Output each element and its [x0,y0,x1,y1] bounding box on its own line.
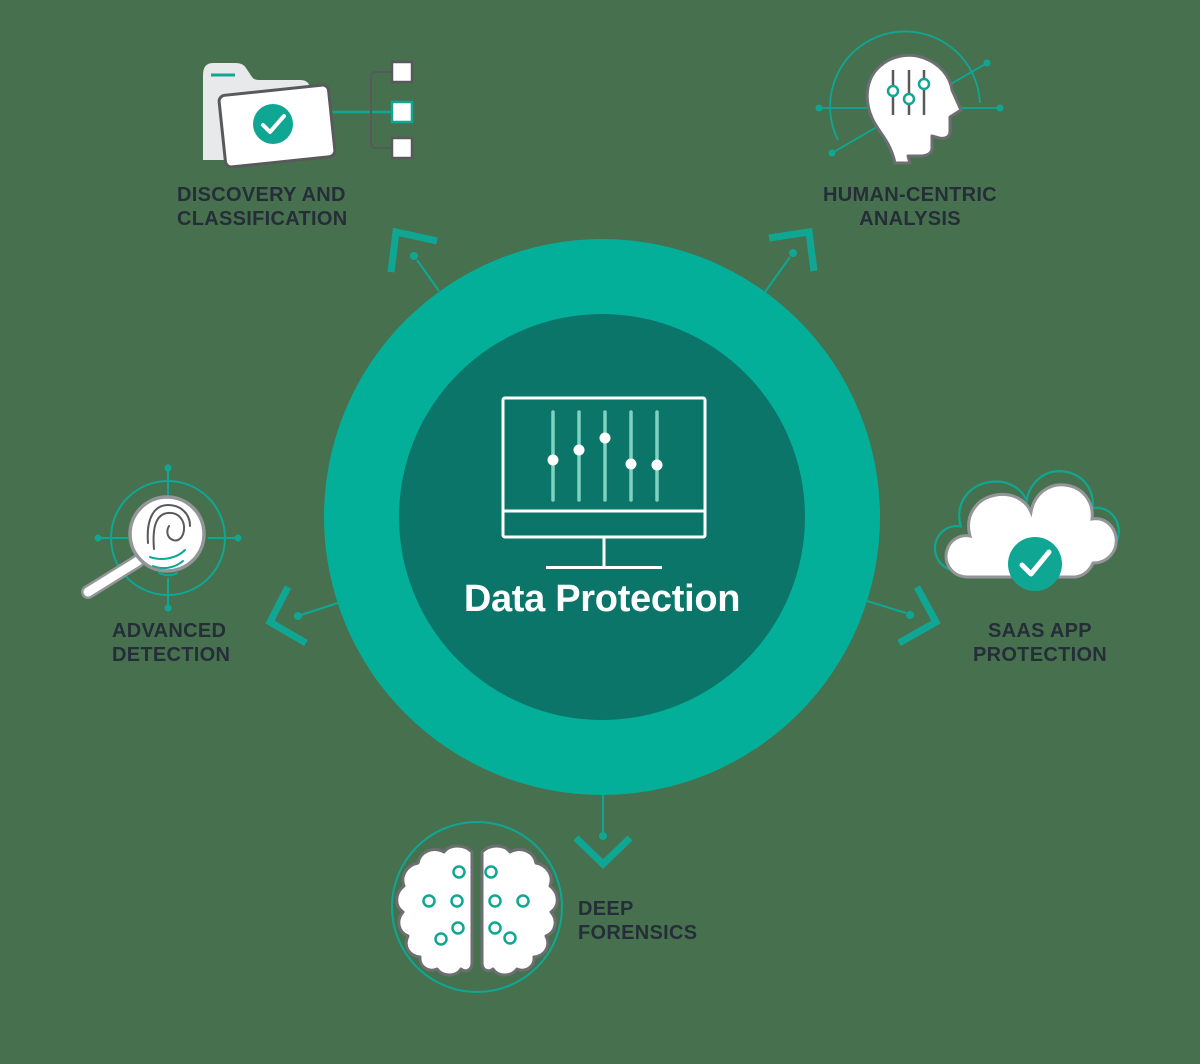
center-title: Data Protection [463,578,741,620]
check-icon [261,114,286,134]
folder-check-icon [203,60,414,169]
cloud-check-icon [933,470,1120,591]
inner-circle [399,314,805,720]
label-line: SAAS APP [988,620,1092,642]
label-line: DETECTION [112,644,231,666]
label-deep-forensics: DEEP FORENSICS [578,897,697,945]
magnifier-handle [83,556,143,597]
monitor-sliders-icon [501,396,707,569]
label-line: FORENSICS [578,922,698,944]
label-line: CLASSIFICATION [177,208,348,230]
brain-circuit-nodes [422,865,530,946]
brain-ring [391,821,563,993]
check-badge [253,104,293,144]
slider-knobs [547,432,663,471]
arrow-top-left [387,227,440,292]
label-saas-app-protection: SAAS APP PROTECTION [940,619,1140,667]
arrow-left [265,585,339,647]
class-square-middle [390,100,414,124]
center-hub-circle [324,239,880,795]
head-sliders-icon [815,30,1004,165]
head-silhouette [865,53,963,165]
label-line: DEEP [578,898,634,920]
check-icon [1019,549,1052,577]
head-slider-knobs [886,77,931,106]
bracket-line [370,71,392,149]
arrow-bottom [573,795,633,869]
label-advanced-detection: ADVANCED DETECTION [112,619,230,667]
head-decoration-dots [815,59,1004,157]
check-badge [1008,537,1062,591]
crosshair-dots [94,464,242,612]
label-line: ADVANCED [112,620,227,642]
slider-tracks [551,410,659,502]
label-line: PROTECTION [972,644,1108,666]
label-line: HUMAN-CENTRIC [823,184,997,206]
class-square-bottom [390,136,414,160]
fingerprint-magnifier-icon [81,464,242,612]
arrow-top-right [764,228,818,293]
label-line: DISCOVERY AND [177,184,346,206]
fingerprint [146,503,191,577]
brain-circuit-icon [391,821,563,993]
arrow-right [866,585,941,647]
label-line: ANALYSIS [859,208,961,230]
crosshair [100,470,236,606]
label-discovery-classification: DISCOVERY AND CLASSIFICATION [177,183,348,231]
class-square-top [390,60,414,84]
label-human-centric-analysis: HUMAN-CENTRIC ANALYSIS [810,183,1010,231]
